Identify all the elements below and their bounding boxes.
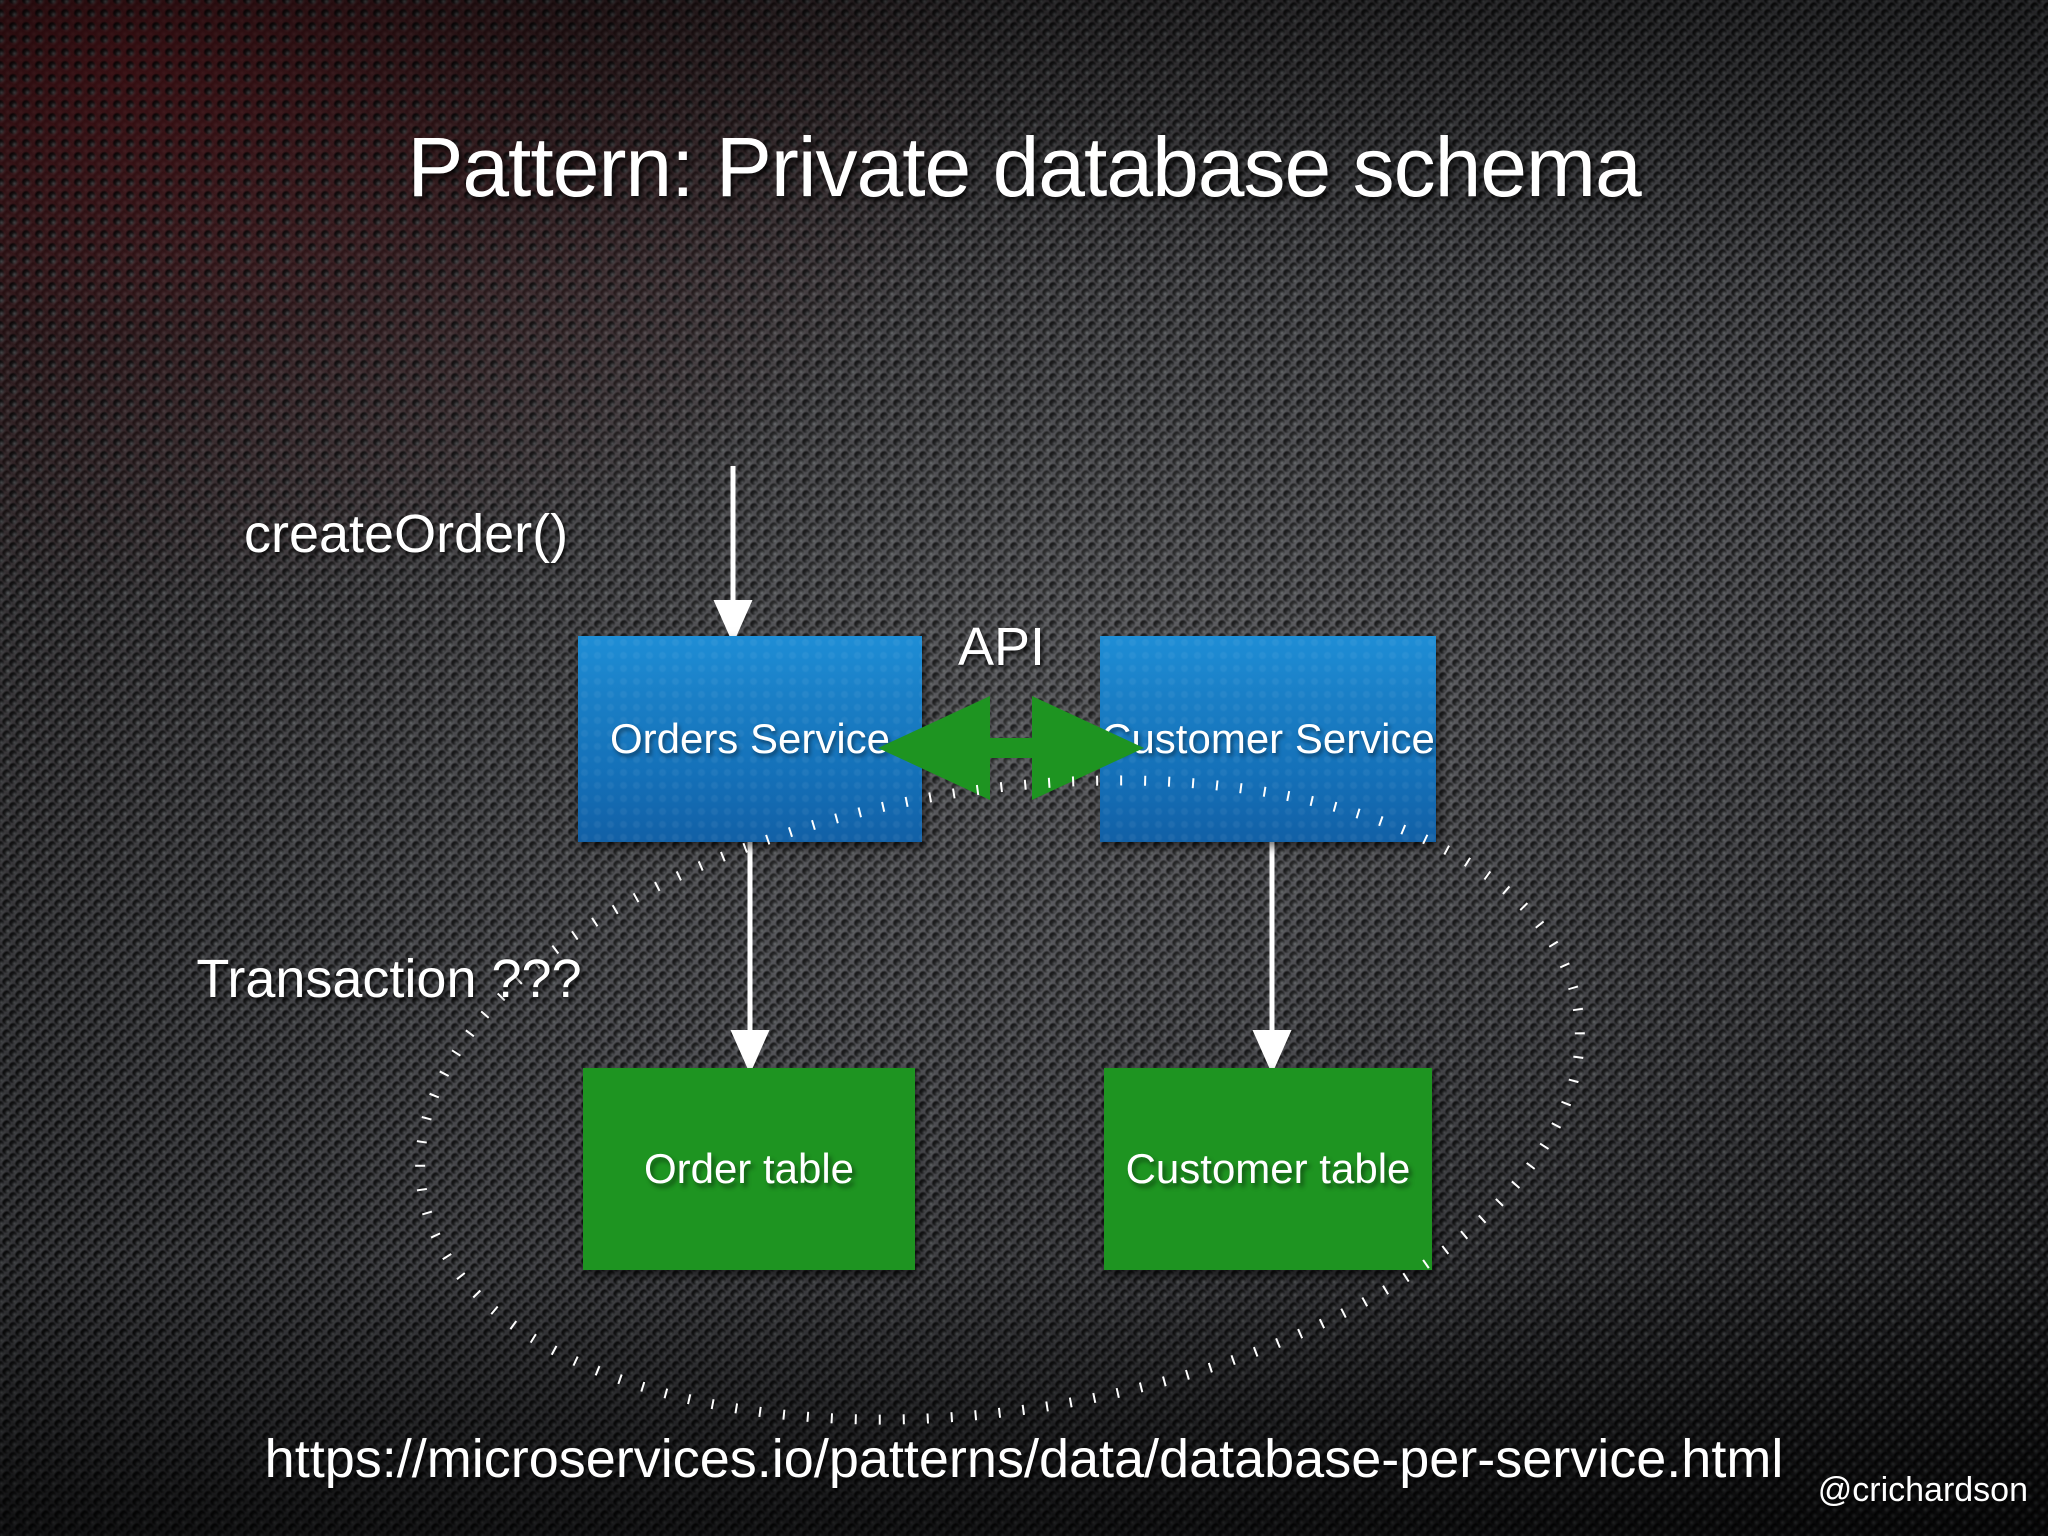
customer-service-box[interactable]: Customer Service [1100, 636, 1436, 842]
customer-table-label: Customer table [1125, 1145, 1411, 1193]
author-handle: @crichardson [1817, 1471, 2028, 1509]
customer-table-box[interactable]: Customer table [1104, 1068, 1432, 1270]
transaction-label: Transaction ??? [196, 949, 582, 1009]
footer-url[interactable]: https://microservices.io/patterns/data/d… [264, 1429, 1784, 1489]
customer-service-label: Customer Service [1101, 715, 1435, 763]
orders-service-label: Orders Service [609, 715, 891, 763]
order-table-label: Order table [643, 1145, 855, 1193]
slide-title: Pattern: Private database schema [407, 120, 1641, 214]
transaction-boundary-ellipse [415, 775, 1585, 1425]
api-label: API [958, 617, 1046, 677]
orders-service-box[interactable]: Orders Service [578, 636, 922, 842]
order-table-box[interactable]: Order table [583, 1068, 915, 1270]
create-order-label: createOrder() [244, 504, 569, 564]
